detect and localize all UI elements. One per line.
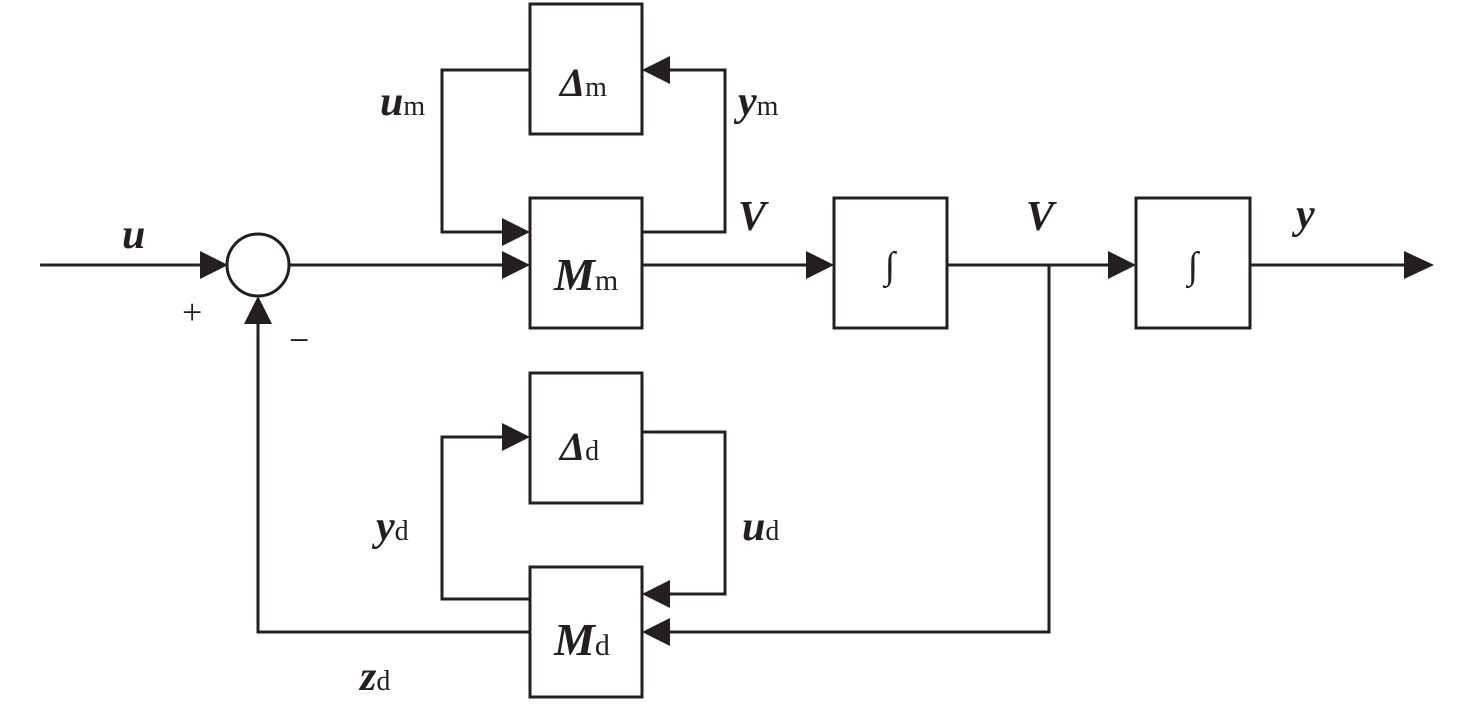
yd-wire <box>440 435 530 601</box>
um-feedback-wire <box>440 68 530 234</box>
minus-sign: − <box>289 320 309 360</box>
arrowheads <box>200 56 1434 646</box>
signal-v-mid-label: V <box>738 194 769 240</box>
integrator-1-block <box>832 196 949 330</box>
signal-ud-label: ud <box>742 504 779 550</box>
mm-label: Mm <box>553 249 618 300</box>
delta-m-label: Δm <box>558 60 607 105</box>
integrator-2-label: ∫ <box>1186 245 1201 289</box>
arrow-into-mm-main <box>502 251 530 279</box>
signal-ym-label: ym <box>733 79 779 125</box>
arrow-into-md-ud <box>642 580 670 608</box>
delta-d-label: Δd <box>558 424 599 469</box>
signal-yd-label: yd <box>371 504 409 550</box>
integrator-2-block <box>1134 196 1252 330</box>
signal-zd-label: zd <box>358 654 390 700</box>
arrow-into-integrator2 <box>1108 251 1136 279</box>
arrow-output-y <box>1404 251 1434 279</box>
ym-feedback-wire <box>642 68 727 234</box>
delta-d-block <box>528 371 644 505</box>
signal-v-out-label: V <box>1026 194 1057 240</box>
delta-m-block <box>528 2 644 136</box>
arrow-into-sum <box>200 251 228 279</box>
ud-wire <box>642 430 727 596</box>
arrow-into-md-v <box>642 618 670 646</box>
integrator-1-label: ∫ <box>883 245 898 289</box>
md-label: Md <box>553 614 610 665</box>
plus-sign: + <box>182 292 202 332</box>
signal-u-label: u <box>122 212 145 258</box>
signal-y-label: y <box>1291 192 1315 238</box>
arrow-into-mm-um <box>502 218 530 246</box>
wires <box>40 68 1405 634</box>
signal-um-label: um <box>380 79 425 125</box>
v-tap-to-md-wire <box>670 265 1051 634</box>
md-block <box>528 565 644 699</box>
arrow-into-delta-d <box>502 423 530 451</box>
arrow-into-integrator1 <box>806 251 834 279</box>
zd-feedback-wire <box>256 322 530 634</box>
arrow-into-delta-m <box>642 56 670 84</box>
arrow-into-sum-bottom <box>244 296 272 324</box>
mm-block <box>528 196 644 330</box>
summing-junction <box>225 232 291 298</box>
